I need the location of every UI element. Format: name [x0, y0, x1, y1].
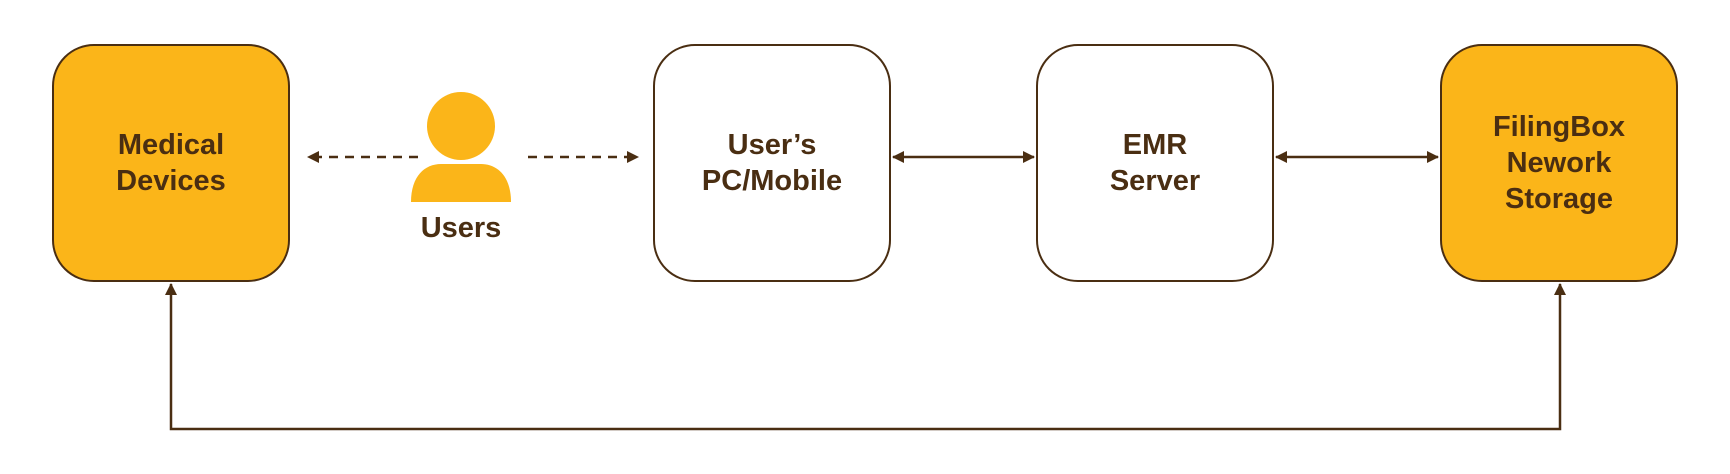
- filingbox-storage-label: FilingBox Nework Storage: [1492, 111, 1626, 215]
- users-label: Users: [420, 212, 502, 244]
- users-pc-mobile-node: User’s PC/Mobile: [653, 44, 891, 282]
- emr-server-label: EMR Server: [1109, 129, 1201, 197]
- filingbox-storage-node: FilingBox Nework Storage: [1440, 44, 1678, 282]
- user-icon: [411, 92, 511, 202]
- medical-devices-label: Medical Devices: [116, 129, 226, 197]
- arrow-medical-filingbox-loop: [165, 283, 1566, 431]
- emr-server-node: EMR Server: [1036, 44, 1274, 282]
- medical-devices-node: Medical Devices: [52, 44, 290, 282]
- users-pc-mobile-label: User’s PC/Mobile: [701, 129, 843, 197]
